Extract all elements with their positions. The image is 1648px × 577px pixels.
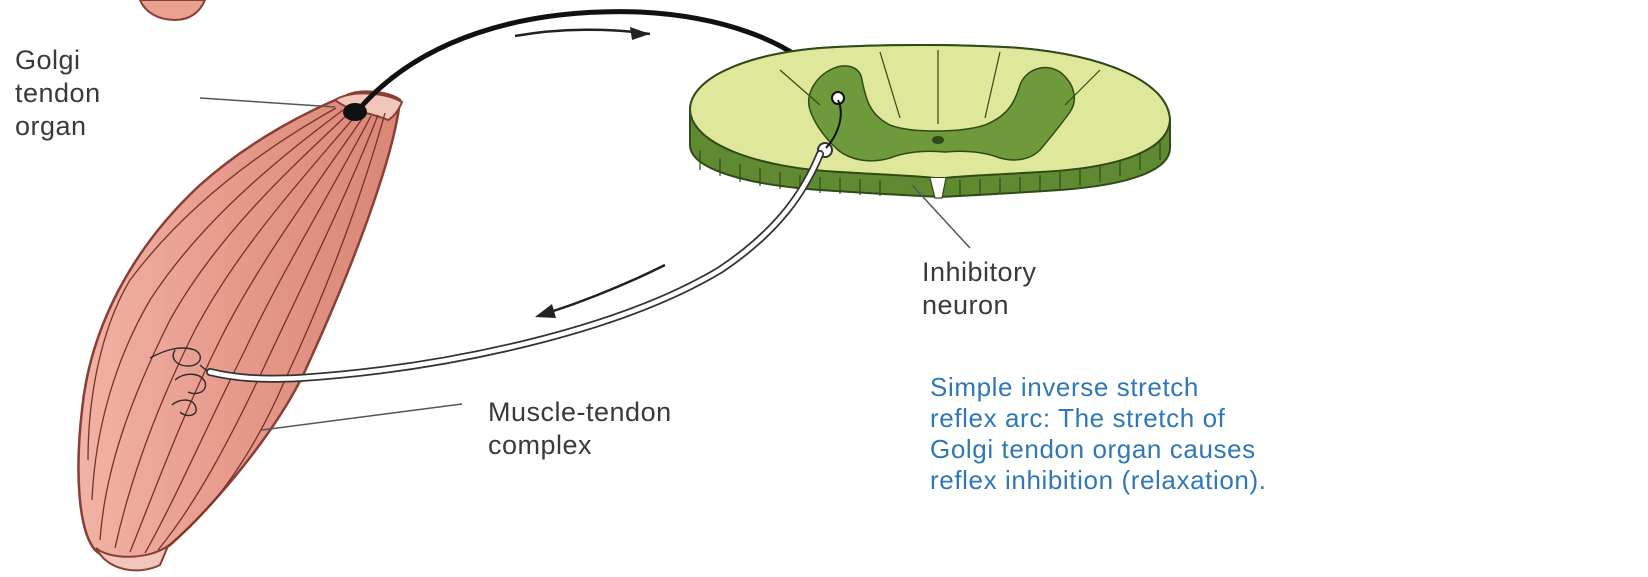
upper-muscle-fragment	[140, 0, 205, 20]
label-line: organ	[15, 110, 101, 143]
muscle-tendon-leader-line	[262, 404, 462, 430]
afferent-direction-arrow	[515, 27, 650, 40]
caption-line: reflex inhibition (relaxation).	[930, 465, 1267, 496]
label-line: Golgi	[15, 44, 101, 77]
muscle-tendon-complex	[78, 92, 402, 571]
caption-line: Simple inverse stretch	[930, 372, 1267, 403]
caption-line: Golgi tendon organ causes	[930, 434, 1267, 465]
muscle-tendon-complex-label: Muscle-tendon complex	[488, 396, 672, 462]
label-line: neuron	[922, 289, 1037, 322]
label-line: Inhibitory	[922, 256, 1037, 289]
spinal-cord-cross-section	[690, 45, 1170, 198]
golgi-leader-line	[200, 98, 335, 107]
caption-line: reflex arc: The stretch of	[930, 403, 1267, 434]
diagram-caption: Simple inverse stretch reflex arc: The s…	[930, 372, 1267, 496]
golgi-tendon-organ-label: Golgi tendon organ	[15, 44, 101, 143]
label-line: tendon	[15, 77, 101, 110]
label-line: complex	[488, 429, 672, 462]
label-line: Muscle-tendon	[488, 396, 672, 429]
inhibitory-neuron-label: Inhibitory neuron	[922, 256, 1037, 322]
